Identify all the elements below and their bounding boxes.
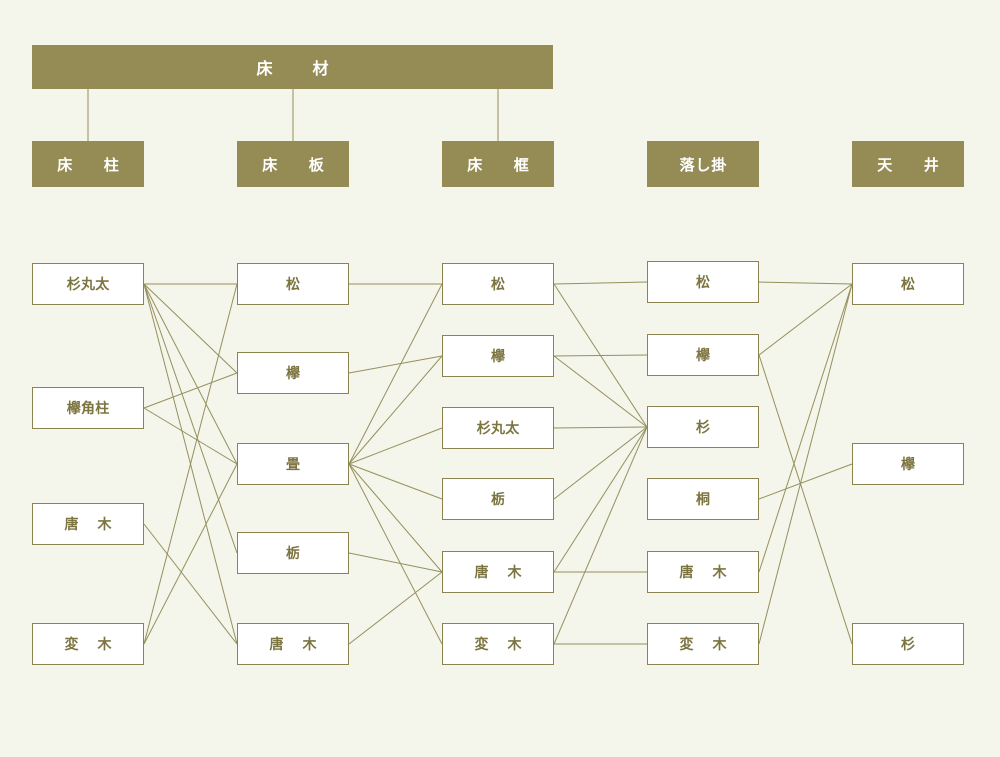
edge-c2-2-to-c3-0 bbox=[348, 283, 443, 465]
edge-c4-4-to-c5-0 bbox=[758, 283, 853, 573]
material-node-tokoita-2[interactable]: 畳 bbox=[237, 443, 349, 485]
material-node-tokoita-0[interactable]: 松 bbox=[237, 263, 349, 305]
material-node-tenjo-1[interactable]: 欅 bbox=[852, 443, 964, 485]
edge-c3-0-to-c4-2 bbox=[553, 283, 648, 428]
category-header-tokoita: 床 板 bbox=[237, 141, 349, 187]
edge-c2-2-to-c3-1 bbox=[348, 355, 443, 465]
material-node-otoshigake-4[interactable]: 唐 木 bbox=[647, 551, 759, 593]
material-node-tokobashira-3[interactable]: 変 木 bbox=[32, 623, 144, 665]
material-node-tokogamachi-0[interactable]: 松 bbox=[442, 263, 554, 305]
edge-c1-3-to-c2-2 bbox=[143, 463, 238, 645]
edge-c1-1-to-c2-2 bbox=[143, 407, 238, 465]
edge-c3-1-to-c4-1 bbox=[553, 354, 648, 357]
material-node-tenjo-0[interactable]: 松 bbox=[852, 263, 964, 305]
material-node-tokoita-3[interactable]: 栃 bbox=[237, 532, 349, 574]
edge-c4-1-to-c5-2 bbox=[758, 354, 853, 645]
edge-c1-0-to-c2-2 bbox=[143, 283, 238, 465]
material-node-otoshigake-0[interactable]: 松 bbox=[647, 261, 759, 303]
material-node-otoshigake-2[interactable]: 杉 bbox=[647, 406, 759, 448]
edge-c3-4-to-c4-2 bbox=[553, 426, 648, 573]
edge-c1-0-to-c2-4 bbox=[143, 283, 238, 645]
material-node-otoshigake-5[interactable]: 変 木 bbox=[647, 623, 759, 665]
edge-c1-3-to-c2-0 bbox=[143, 283, 238, 645]
material-node-tokogamachi-3[interactable]: 栃 bbox=[442, 478, 554, 520]
material-node-tenjo-2[interactable]: 杉 bbox=[852, 623, 964, 665]
edge-c1-2-to-c2-4 bbox=[143, 523, 238, 645]
edge-c1-0-to-c2-3 bbox=[143, 283, 238, 554]
material-node-otoshigake-3[interactable]: 桐 bbox=[647, 478, 759, 520]
edge-c3-2-to-c4-2 bbox=[553, 426, 648, 429]
edge-c2-2-to-c3-4 bbox=[348, 463, 443, 573]
material-node-tokogamachi-2[interactable]: 杉丸太 bbox=[442, 407, 554, 449]
edge-c2-2-to-c3-2 bbox=[348, 427, 443, 465]
material-node-otoshigake-1[interactable]: 欅 bbox=[647, 334, 759, 376]
material-node-tokogamachi-5[interactable]: 変 木 bbox=[442, 623, 554, 665]
material-node-tokoita-4[interactable]: 唐 木 bbox=[237, 623, 349, 665]
material-node-tokobashira-1[interactable]: 欅角柱 bbox=[32, 387, 144, 429]
edge-c2-3-to-c3-4 bbox=[348, 552, 443, 573]
category-header-tokobashira: 床 柱 bbox=[32, 141, 144, 187]
edge-c4-5-to-c5-0 bbox=[758, 283, 853, 645]
edge-c2-1-to-c3-1 bbox=[348, 355, 443, 374]
edge-c4-3-to-c5-1 bbox=[758, 463, 853, 500]
edge-c2-4-to-c3-4 bbox=[348, 571, 443, 645]
edge-c3-5-to-c4-2 bbox=[553, 426, 648, 645]
material-node-tokogamachi-1[interactable]: 欅 bbox=[442, 335, 554, 377]
category-header-otoshigake: 落し掛 bbox=[647, 141, 759, 187]
category-header-tenjo: 天 井 bbox=[852, 141, 964, 187]
edge-c2-2-to-c3-5 bbox=[348, 463, 443, 645]
material-node-tokogamachi-4[interactable]: 唐 木 bbox=[442, 551, 554, 593]
category-header-tokogamachi: 床 框 bbox=[442, 141, 554, 187]
edge-c4-1-to-c5-0 bbox=[758, 283, 853, 356]
edge-c1-1-to-c2-1 bbox=[143, 372, 238, 409]
edge-c3-1-to-c4-2 bbox=[553, 355, 648, 428]
root-node-floor-material: 床 材 bbox=[32, 45, 553, 89]
edge-c4-0-to-c5-0 bbox=[758, 281, 853, 285]
edge-c2-2-to-c3-3 bbox=[348, 463, 443, 500]
edge-c3-3-to-c4-2 bbox=[553, 426, 648, 500]
material-node-tokoita-1[interactable]: 欅 bbox=[237, 352, 349, 394]
material-node-tokobashira-2[interactable]: 唐 木 bbox=[32, 503, 144, 545]
material-node-tokobashira-0[interactable]: 杉丸太 bbox=[32, 263, 144, 305]
edge-c1-0-to-c2-1 bbox=[143, 283, 238, 374]
edge-c3-0-to-c4-0 bbox=[553, 281, 648, 285]
